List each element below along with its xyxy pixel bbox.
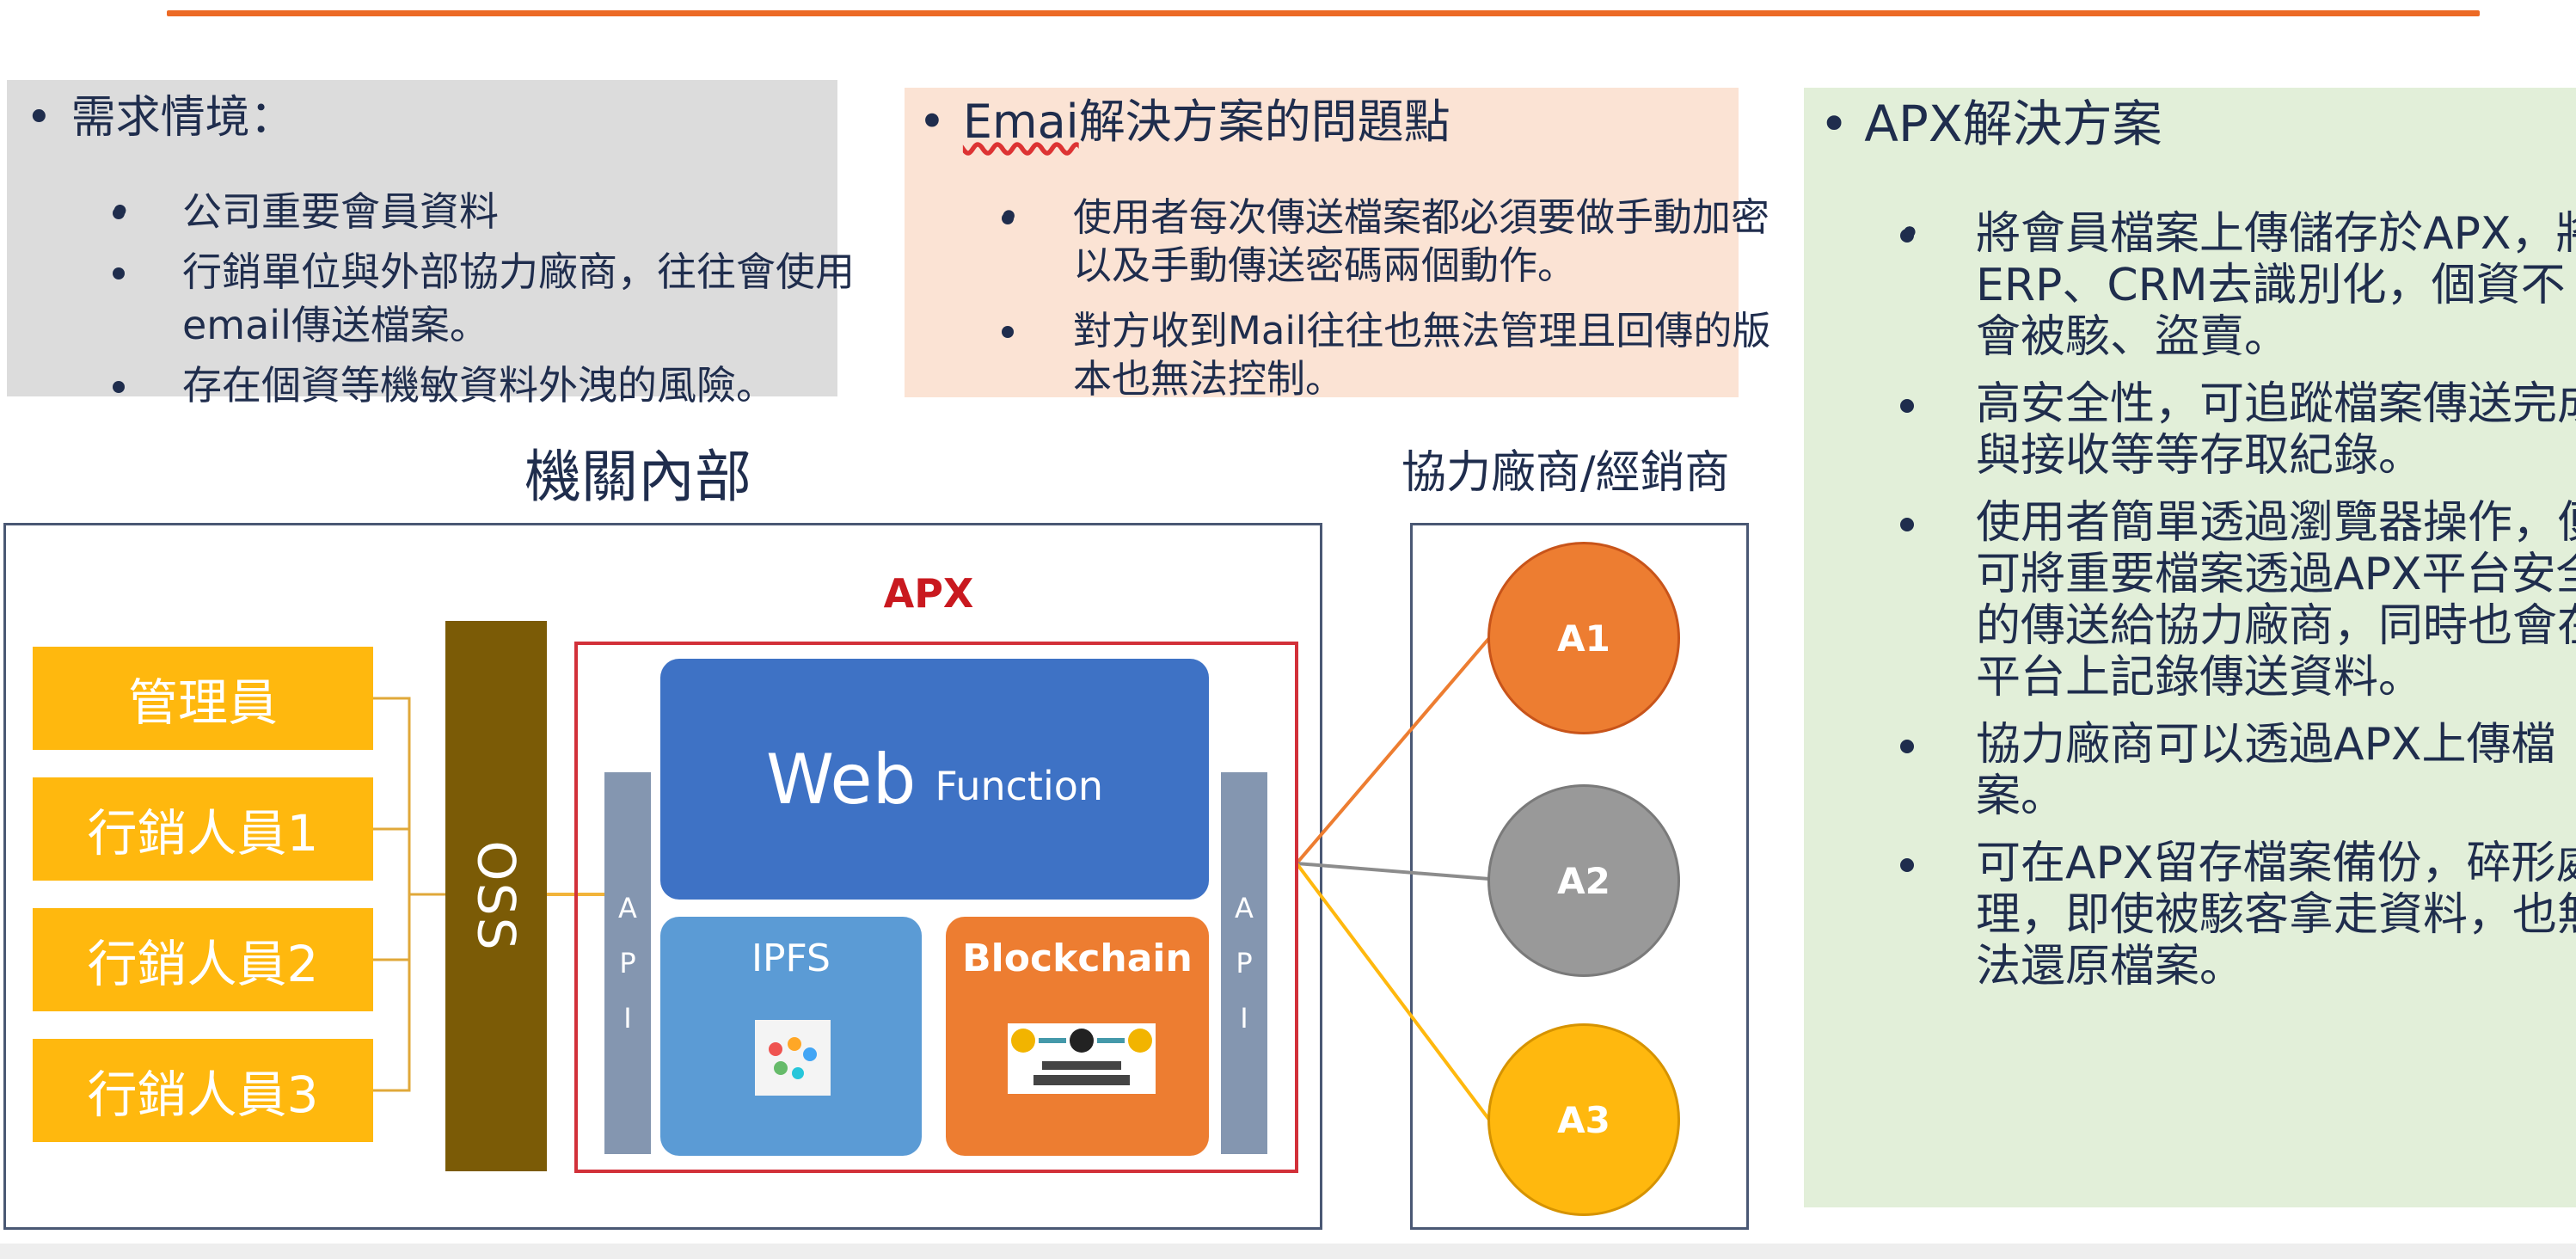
api-letter: P [1236,947,1253,980]
apx-solution-list: 將會員檔案上傳儲存於APX，將ERP、CRM去識別化，個資不會被駭、盜賣。 高安… [1898,208,2576,1008]
email-heading-rest: 解決方案的問題點 [1078,95,1451,149]
bottom-strip [0,1244,2576,1259]
api-letter: P [619,947,636,980]
function-label: Function [935,763,1104,809]
apx-solution-item: 可在APX留存檔案備份，碎形處理，即使被駭客拿走資料，也無法還原檔案。 [1933,838,2576,992]
scenario-item: 存在個資等機敏資料外洩的風險。 [143,359,865,412]
apx-label: APX [883,570,974,617]
blockchain-logo-icon [1008,1023,1156,1094]
partner-title: 協力廠商/經銷商 [1401,447,1730,499]
role-admin: 管理員 [33,647,373,750]
partner-a1: A1 [1487,542,1680,734]
api-letter: A [1235,892,1254,924]
scenario-list: 公司重要會員資料 行銷單位與外部協力廠商，往往會使用email傳送檔案。 存在個… [108,185,865,419]
apx-solution-item: 將會員檔案上傳儲存於APX，將ERP、CRM去識別化，個資不會被駭、盜賣。 [1933,208,2576,363]
link-a1 [1295,636,1491,865]
oss-bar [445,621,547,1171]
link-a3 [1295,862,1491,1121]
scenario-heading: •需求情境： [26,92,295,144]
email-problem-item: 使用者每次傳送檔案都必須要做手動加密以及手動傳送密碼兩個動作。 [1032,193,1771,290]
oss-label-wrap: OSS [445,621,547,1171]
scenario-panel: •需求情境： 公司重要會員資料 行銷單位與外部協力廠商，往往會使用email傳送… [7,80,855,408]
apx-solution-panel: •APX解決方案 將會員檔案上傳儲存於APX，將ERP、CRM去識別化，個資不會… [1804,88,2576,1207]
email-problems-panel: •Emai解決方案的問題點 使用者每次傳送檔案都必須要做手動加密以及手動傳送密碼… [905,88,1770,402]
oss-label: OSS [466,840,526,952]
partner-a3: A3 [1487,1023,1680,1216]
ipfs-label: IPFS [751,937,831,980]
role-marketing-1: 行銷人員1 [33,777,373,881]
apx-solution-item: 使用者簡單透過瀏覽器操作，便可將重要檔案透過APX平台安全的傳送給協力廠商，同時… [1933,497,2576,703]
email-problems-heading: •Emai解決方案的問題點 [918,95,1451,149]
apx-solution-heading-text: APX解決方案 [1864,95,2162,153]
role-bracket [373,697,445,1092]
api-letter: I [623,1002,632,1035]
web-function-box: Web Function [660,659,1209,900]
apx-box [574,642,1298,1173]
partner-a2: A2 [1487,784,1680,977]
apx-solution-item: 高安全性，可追蹤檔案傳送完成與接收等等存取紀錄。 [1933,378,2576,482]
web-label: Web [765,739,917,820]
scenario-item: 行銷單位與外部協力廠商，往往會使用email傳送檔案。 [143,245,865,352]
api-letter: I [1240,1002,1248,1035]
scenario-heading-text: 需求情境： [71,92,295,144]
ipfs-logo-icon [755,1020,831,1096]
apx-solution-heading: •APX解決方案 [1819,95,2162,153]
link-a2 [1296,862,1490,881]
blockchain-label: Blockchain [962,937,1193,980]
role-marketing-2: 行銷人員2 [33,908,373,1011]
api-letter: A [618,892,637,924]
role-marketing-3: 行銷人員3 [33,1039,373,1142]
api-bar-left: A P I [604,772,651,1154]
email-problems-list: 使用者每次傳送檔案都必須要做手動加密以及手動傳送密碼兩個動作。 對方收到Mail… [997,193,1771,421]
api-bar-right: A P I [1221,772,1267,1154]
top-accent-rule [167,10,2480,16]
org-internal-title: 機關內部 [524,444,751,510]
apx-solution-item: 協力廠商可以透過APX上傳檔案。 [1933,719,2576,822]
email-problem-item: 對方收到Mail往往也無法管理且回傳的版本也無法控制。 [1032,307,1771,403]
email-heading-underlined: Emai [962,95,1079,149]
scenario-item: 公司重要會員資料 [143,185,865,238]
